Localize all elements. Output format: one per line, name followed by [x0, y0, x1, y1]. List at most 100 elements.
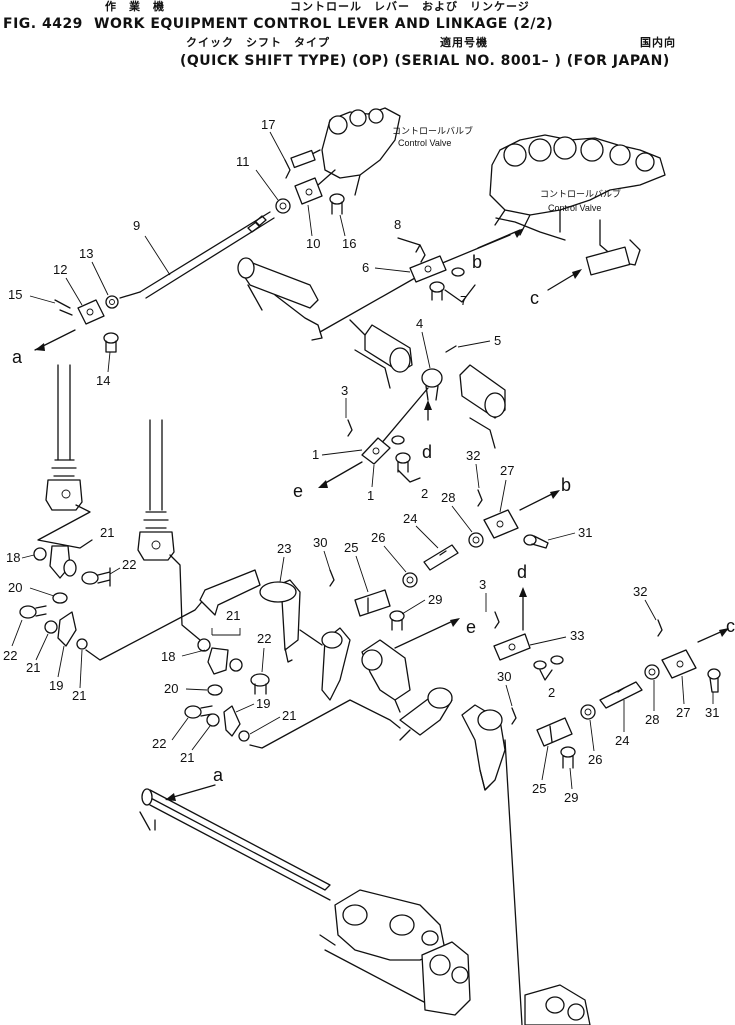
callout-10: 10: [306, 236, 320, 251]
arrow-e1-head: [318, 480, 328, 488]
bolt-31b: [707, 668, 721, 693]
callout-13: 13: [79, 246, 93, 261]
callout-11: 11: [236, 154, 250, 169]
leader-7: [444, 284, 476, 303]
subtitle-jp-applicable: 適用号機: [440, 36, 488, 49]
link-rod-center: [379, 387, 429, 446]
callout-1a: 1: [312, 447, 319, 462]
pin-5: [445, 345, 457, 353]
rod-9: [139, 211, 275, 299]
valve2-label-en: Control Valve: [548, 203, 601, 213]
callout-24a: 24: [403, 511, 417, 526]
lever-right-center: [459, 364, 506, 449]
callout-21d: 21: [226, 608, 240, 623]
joint-33: [493, 633, 531, 661]
leader-2a: [397, 469, 421, 483]
ref-letter-c2: c: [726, 616, 735, 636]
callout-1b: 1: [367, 488, 374, 503]
callout-24b: 24: [615, 733, 629, 748]
callout-14: 14: [96, 373, 110, 388]
callout-26b: 26: [588, 752, 602, 767]
arrow-a1-head: [35, 343, 45, 351]
callout-3b: 3: [479, 577, 486, 592]
callout-29b: 29: [564, 790, 578, 805]
lever-lower-center: [399, 687, 453, 741]
rod-end-24b: [599, 681, 643, 709]
title-jp-line-a: 作 業 機: [105, 0, 165, 13]
callout-30a: 30: [313, 535, 327, 550]
callout-17: 17: [261, 117, 275, 132]
callout-8: 8: [394, 217, 401, 232]
nut-26a: [402, 572, 418, 588]
pin-15: [54, 299, 73, 316]
valve2-label-jp: コントロールバルブ: [540, 188, 621, 199]
callout-2b: 2: [548, 685, 555, 700]
clevis-27b: [661, 649, 697, 679]
clevis-12: [77, 299, 105, 325]
mounting-bracket: [319, 889, 591, 1025]
figure-subtitle: (QUICK SHIFT TYPE) (OP) (SERIAL NO. 8001…: [180, 53, 670, 69]
callout-16: 16: [342, 236, 356, 251]
nut-26b: [580, 704, 596, 720]
callout-25a: 25: [344, 540, 358, 555]
nut-11: [275, 198, 291, 214]
subtitle-jp-market: 国内向: [640, 36, 676, 49]
callout-22d: 22: [152, 736, 166, 751]
pin-17: [284, 159, 291, 179]
subtitle-jp-type: クイック シフト タイプ: [186, 36, 330, 49]
arrow-b2-line: [519, 491, 557, 511]
figure-number: FIG. 4429: [3, 16, 83, 32]
callout-33: 33: [570, 628, 584, 643]
callout-25b: 25: [532, 781, 546, 796]
ref-letter-e1: e: [293, 481, 303, 501]
arrow-d1-head: [424, 400, 432, 410]
pin-3b: [494, 611, 500, 629]
bolt-29b: [560, 746, 576, 769]
callout-2a: 2: [421, 486, 428, 501]
bolt-2a: [391, 435, 411, 473]
callout-19b: 19: [256, 696, 270, 711]
lever-lower-middle: [361, 639, 411, 713]
arrow-e2-line: [394, 619, 456, 649]
joint-4: [421, 368, 443, 401]
arrow-b1-line: [477, 229, 521, 249]
callout-28a: 28: [441, 490, 455, 505]
arrow-e2-head: [450, 618, 460, 627]
nut-13: [105, 295, 119, 309]
control-valve-1: [290, 107, 401, 196]
ref-letter-d2: d: [517, 562, 527, 582]
arrow-e1-line: [321, 461, 363, 486]
title-jp-line-b: コントロール レバー および リンケージ: [290, 0, 530, 13]
callout-5: 5: [494, 333, 501, 348]
ref-letter-b2: b: [561, 475, 571, 495]
callout-22a: 22: [122, 557, 136, 572]
callout-27b: 27: [676, 705, 690, 720]
callout-32a: 32: [466, 448, 480, 463]
callout-27a: 27: [500, 463, 514, 478]
bolt-29a: [389, 610, 405, 631]
callout-30b: 30: [497, 669, 511, 684]
bolt-14: [103, 332, 119, 353]
pin-30a: [329, 569, 335, 587]
callout-21e: 21: [282, 708, 296, 723]
valve1-label-en: Control Valve: [398, 138, 451, 148]
ref-letter-e2: e: [466, 617, 476, 637]
bolt-7: [429, 267, 465, 301]
joint-6: [409, 255, 447, 283]
arrow-d2-head: [519, 587, 527, 597]
cross-shaft: [139, 788, 331, 901]
ref-letter-a2: a: [213, 765, 224, 785]
pin-8: [419, 244, 426, 263]
figure-title: WORK EQUIPMENT CONTROL LEVER AND LINKAGE…: [94, 16, 554, 32]
rod-end-24a: [423, 544, 459, 571]
bolt-31a: [523, 534, 549, 549]
callout-21c: 21: [72, 688, 86, 703]
clevis-27a: [483, 509, 519, 539]
control-cable-left: [37, 364, 93, 549]
callout-15: 15: [8, 287, 22, 302]
callout-31a: 31: [578, 525, 592, 540]
leader-8: [397, 237, 421, 253]
callout-23: 23: [277, 541, 291, 556]
callout-21a: 21: [100, 525, 114, 540]
